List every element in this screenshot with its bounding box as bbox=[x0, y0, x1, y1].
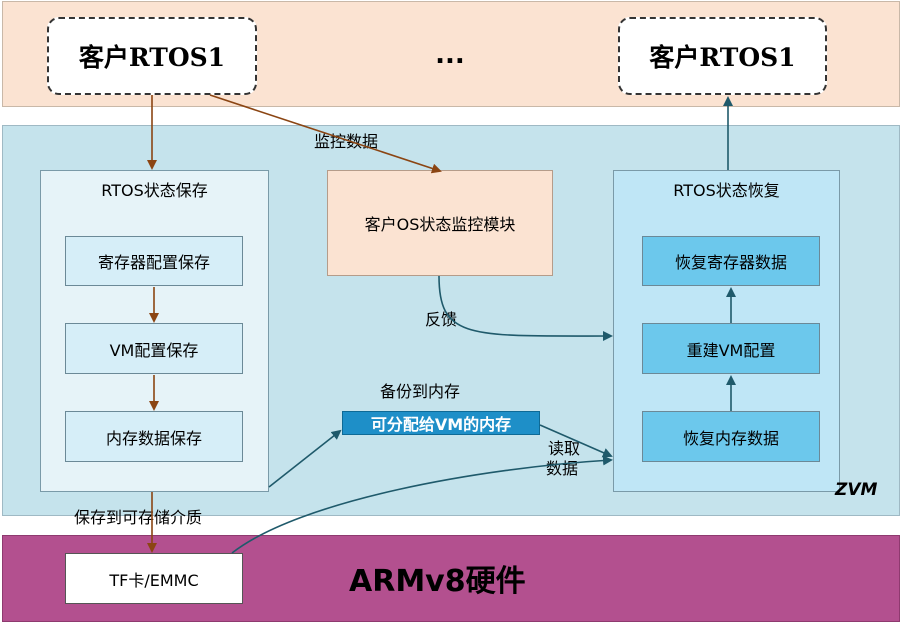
arrow-storage-to-restore bbox=[231, 455, 613, 554]
guest-rtos-left: 客户RTOS1 bbox=[47, 17, 257, 95]
feedback-label: 反馈 bbox=[425, 310, 458, 329]
arrow-feedback bbox=[438, 275, 613, 342]
monitor-data-label: 监控数据 bbox=[314, 132, 379, 151]
restore-memory-data-box: 恢复内存数据 bbox=[642, 411, 820, 462]
guest-rtos-right: 客户RTOS1 bbox=[618, 17, 827, 95]
tf-card-emmc-box: TF卡/EMMC bbox=[65, 553, 243, 604]
armv8-hardware-label: ARMv8硬件 bbox=[349, 564, 526, 599]
restore-register-data-box: 恢复寄存器数据 bbox=[642, 236, 820, 286]
save-to-storage-label: 保存到可存储介质 bbox=[74, 508, 203, 527]
guest-ellipsis: ... bbox=[435, 40, 465, 70]
arrow-guest-to-monitor bbox=[209, 94, 442, 174]
register-config-save-box: 寄存器配置保存 bbox=[65, 236, 243, 286]
allocatable-vm-memory-box: 可分配给VM的内存 bbox=[342, 411, 540, 435]
rtos-state-restore-title: RTOS状态恢复 bbox=[673, 181, 780, 200]
guest-os-monitor-module: 客户OS状态监控模块 bbox=[327, 170, 553, 276]
arrow-backup-to-memory bbox=[268, 429, 342, 488]
memory-data-save-box: 内存数据保存 bbox=[65, 411, 243, 462]
vm-config-save-box: VM配置保存 bbox=[65, 323, 243, 374]
rebuild-vm-config-box: 重建VM配置 bbox=[642, 323, 820, 374]
zvm-label: ZVM bbox=[835, 480, 878, 500]
rtos-state-save-title: RTOS状态保存 bbox=[101, 181, 208, 200]
arrow-read-memory bbox=[539, 424, 613, 458]
backup-to-memory-label: 备份到内存 bbox=[380, 382, 461, 401]
read-label: 读取 bbox=[548, 439, 581, 458]
